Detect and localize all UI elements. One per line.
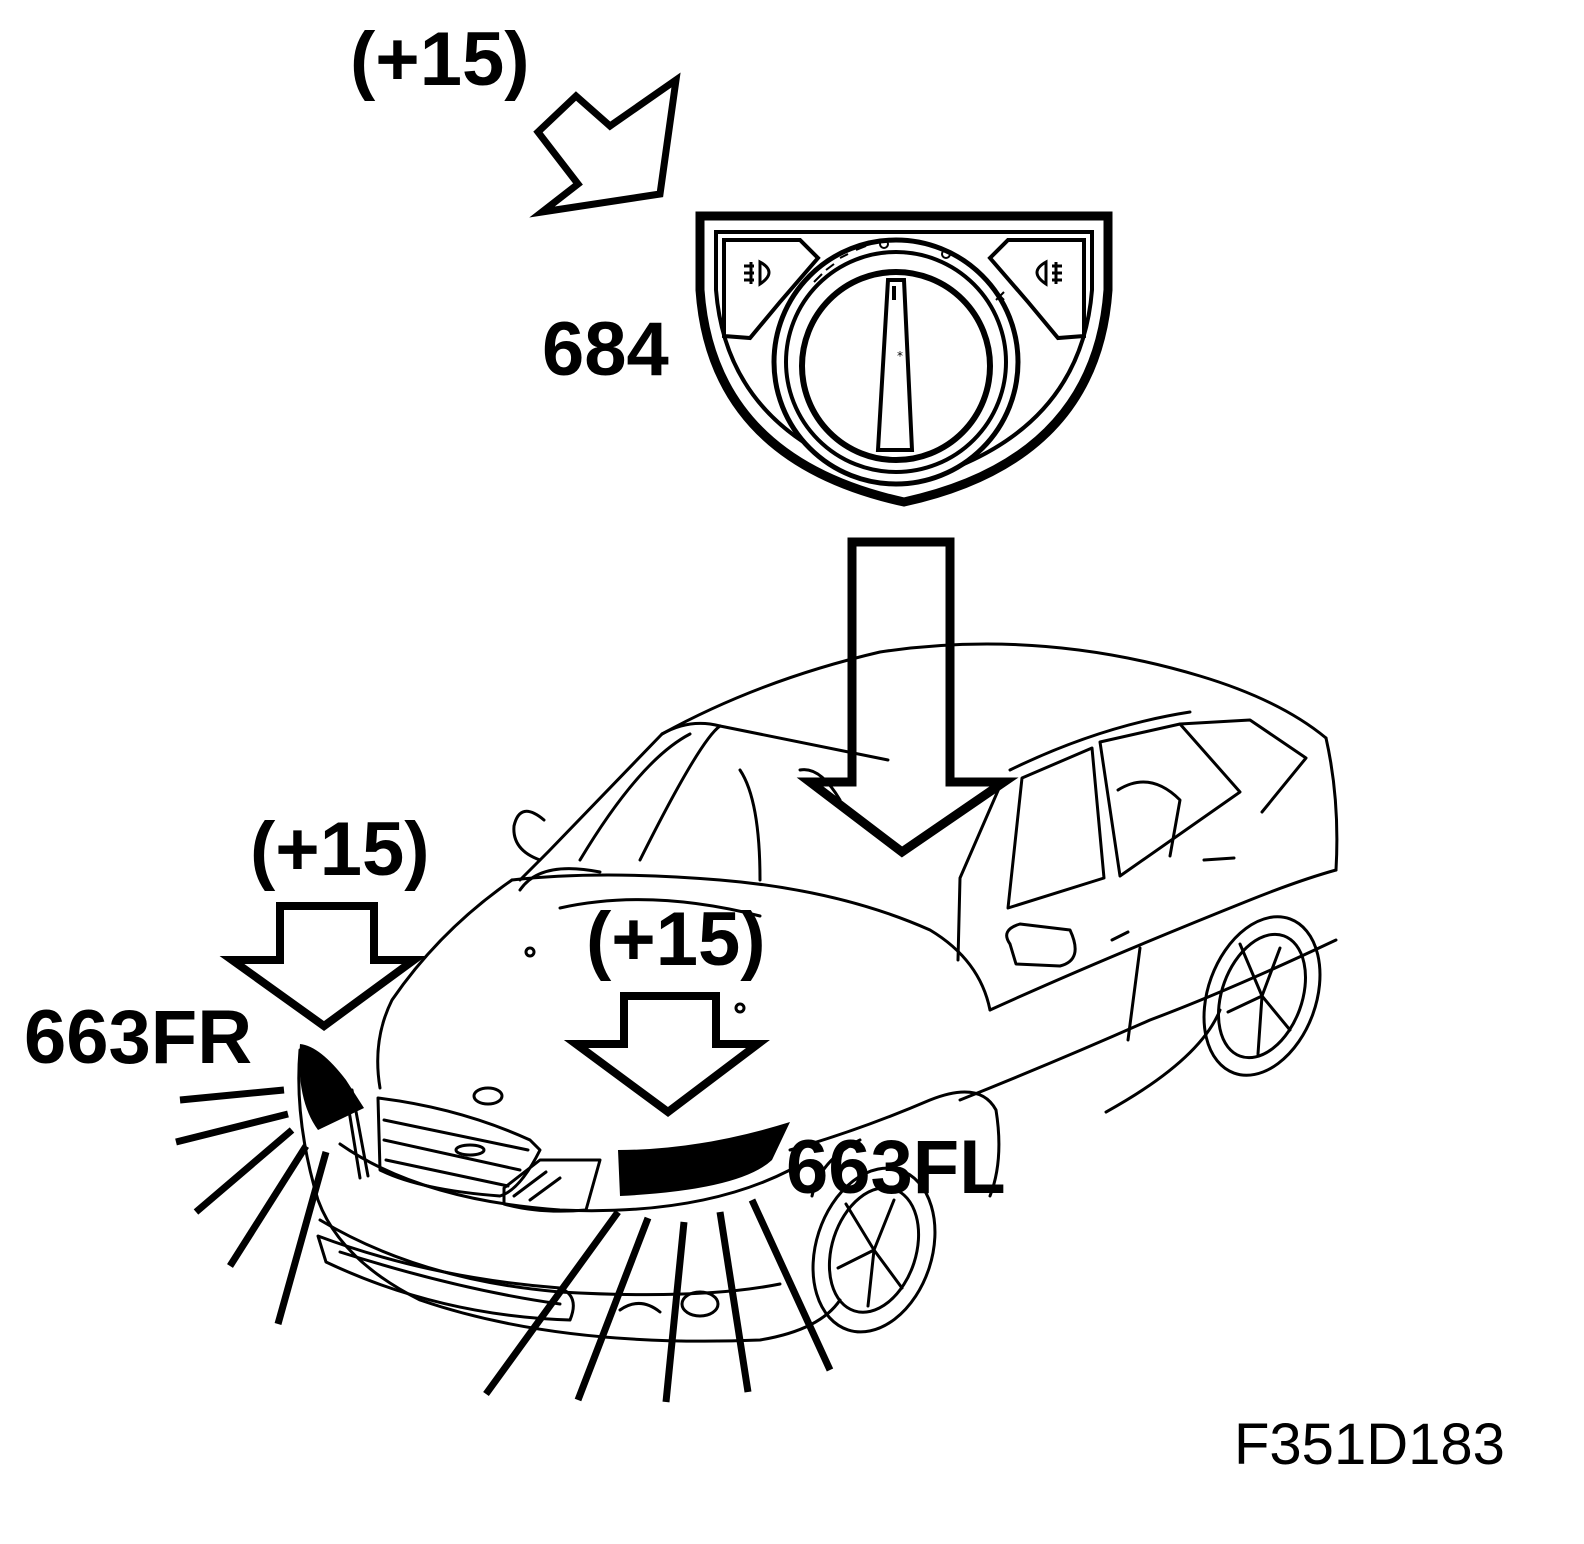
- hollow-arrow-icon: [529, 72, 681, 218]
- hollow-down-arrow-icon-fl: [563, 992, 770, 1117]
- knob-pointer: [875, 278, 915, 452]
- right-lamp-code-label: 663FR: [24, 995, 253, 1080]
- terminal-label-top: (+15): [350, 17, 530, 102]
- figure-code: F351D183: [1234, 1412, 1505, 1477]
- switch-code-label: 684: [542, 307, 669, 392]
- terminal-label-fl: (+15): [586, 897, 766, 982]
- light-switch-icon: *: [695, 211, 1113, 507]
- front-fog-icon: [744, 259, 771, 287]
- hollow-down-arrow-icon-fr: [219, 902, 427, 1031]
- headlamp-right-fill: [299, 1044, 364, 1130]
- headlamp-left-fill: [618, 1122, 790, 1196]
- light-rays-icon: [175, 1086, 834, 1403]
- rear-fog-icon: [1035, 259, 1062, 287]
- terminal-label-fr: (+15): [250, 807, 430, 892]
- dial-scale-marks: [803, 239, 1005, 301]
- left-lamp-code-label: 663FL: [786, 1125, 1006, 1210]
- hollow-down-arrow-icon: [796, 537, 1019, 858]
- car-outline-icon: [297, 642, 1339, 1343]
- svg-text:*: *: [897, 349, 903, 363]
